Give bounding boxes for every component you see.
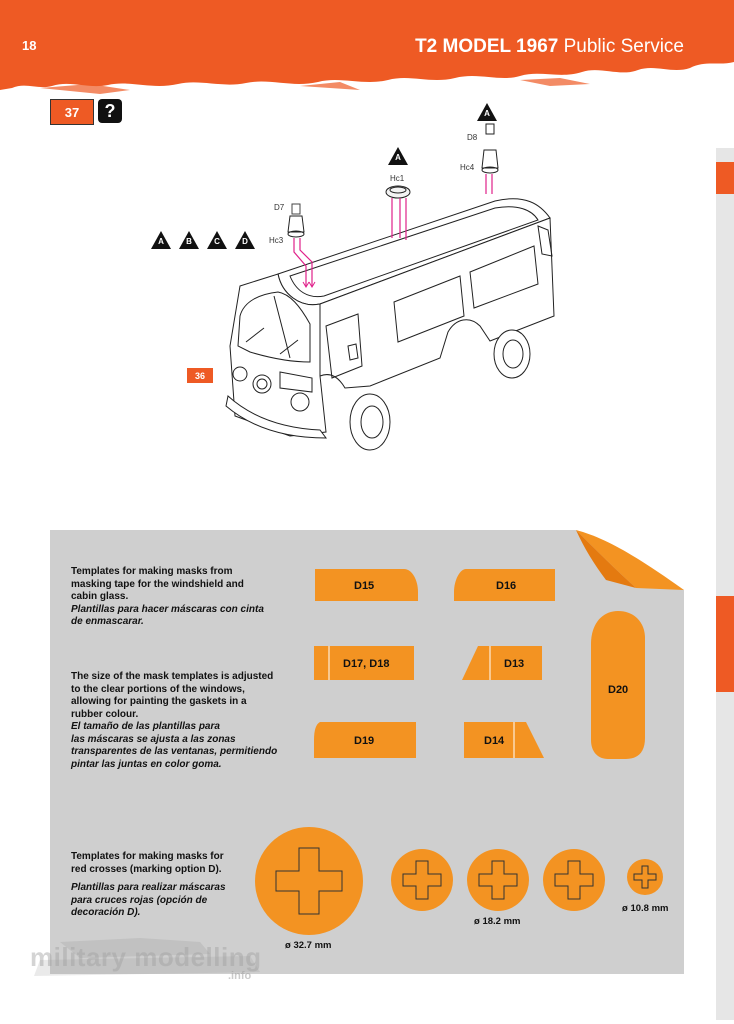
mask-label-d16: D16 — [496, 580, 517, 592]
diameter-large: ø 32.7 mm — [285, 940, 332, 951]
mask-label-d13: D13 — [504, 658, 525, 670]
leader-center — [391, 198, 407, 240]
diameter-medium: ø 18.2 mm — [474, 916, 521, 927]
part-label-hc3: Hc3 — [269, 236, 284, 245]
side-tab-marker-large — [716, 596, 734, 692]
help-icon: ? — [98, 99, 122, 123]
cross-mask-large — [255, 827, 363, 935]
diameter-small: ø 10.8 mm — [622, 903, 669, 914]
tank-silhouette-icon — [34, 938, 260, 976]
mask-label-d19: D19 — [354, 735, 375, 747]
cross-mask-medium — [467, 849, 529, 911]
page-fold-corner — [576, 530, 684, 590]
page-number: 18 — [22, 38, 37, 53]
size-templates-text: The size of the mask templates is adjust… — [71, 671, 286, 771]
page-header: 18 T2 MODEL 1967 Public Service — [0, 0, 734, 100]
page-title: T2 MODEL 1967 Public Service — [415, 36, 684, 58]
roof-light-front — [287, 203, 305, 238]
cross-mask-medium — [391, 849, 453, 911]
front-wheel — [349, 393, 391, 451]
side-tab-marker — [716, 162, 734, 194]
marking-triangle: A — [476, 102, 498, 122]
mask-d15 — [315, 569, 418, 601]
vw-emblem — [252, 374, 272, 394]
mask-label-d20: D20 — [608, 684, 629, 696]
side-tab-strip — [716, 148, 734, 1020]
header-brush-stroke — [0, 0, 734, 94]
mask-d17-d18 — [314, 646, 414, 680]
page-title-model: T2 MODEL 1967 — [415, 36, 559, 57]
mask-d13 — [462, 646, 542, 680]
cross-mask-small — [627, 859, 663, 895]
rear-wheel — [493, 329, 531, 379]
step-number-badge: 37 — [50, 99, 94, 125]
size-text-en: The size of the mask templates is adjust… — [71, 671, 274, 720]
part-label-d8: D8 — [467, 133, 478, 142]
previous-step-badge: 36 — [187, 368, 213, 383]
mask-label-d15: D15 — [354, 580, 375, 592]
watermark-suffix: .info — [228, 970, 252, 982]
windows-text-en: Templates for making masks from masking … — [71, 566, 244, 602]
cross-mask-medium — [543, 849, 605, 911]
marking-triangle: A — [150, 230, 172, 250]
mask-d19 — [314, 722, 416, 758]
marking-triangle: B — [178, 230, 200, 250]
size-text-es: El tamaño de las plantillas para las más… — [71, 721, 278, 770]
mask-d20 — [591, 611, 645, 759]
mask-label-d17-d18: D17, D18 — [343, 658, 390, 670]
cross-text-es: Plantillas para realizar máscaras para c… — [71, 882, 226, 918]
mask-d14 — [464, 722, 544, 758]
van-body — [319, 217, 555, 389]
cross-templates-text: Templates for making masks for red cross… — [71, 851, 261, 920]
mask-label-d14: D14 — [484, 735, 505, 747]
windows-templates-text: Templates for making masks from masking … — [71, 566, 281, 629]
mask-d16 — [454, 569, 555, 601]
marking-triangle: D — [234, 230, 256, 250]
watermark-logo: military modelling .info — [20, 936, 280, 986]
van-assembly-diagram — [225, 123, 555, 451]
part-label-d7: D7 — [274, 203, 285, 212]
leader-rear — [485, 174, 493, 194]
roof-light-center — [385, 185, 411, 199]
watermark-text: military modelling — [30, 942, 262, 972]
marking-triangle: C — [206, 230, 228, 250]
part-label-hc4: Hc4 — [460, 163, 475, 172]
roof-light-rear — [481, 123, 499, 174]
page-title-subtitle: Public Service — [563, 36, 684, 57]
marking-triangle: A — [387, 146, 409, 166]
windows-text-es: Plantillas para hacer máscaras con cinta… — [71, 603, 264, 628]
leader-front — [293, 238, 313, 286]
cross-text-en: Templates for making masks for red cross… — [71, 851, 224, 875]
part-label-hc1: Hc1 — [390, 174, 405, 183]
